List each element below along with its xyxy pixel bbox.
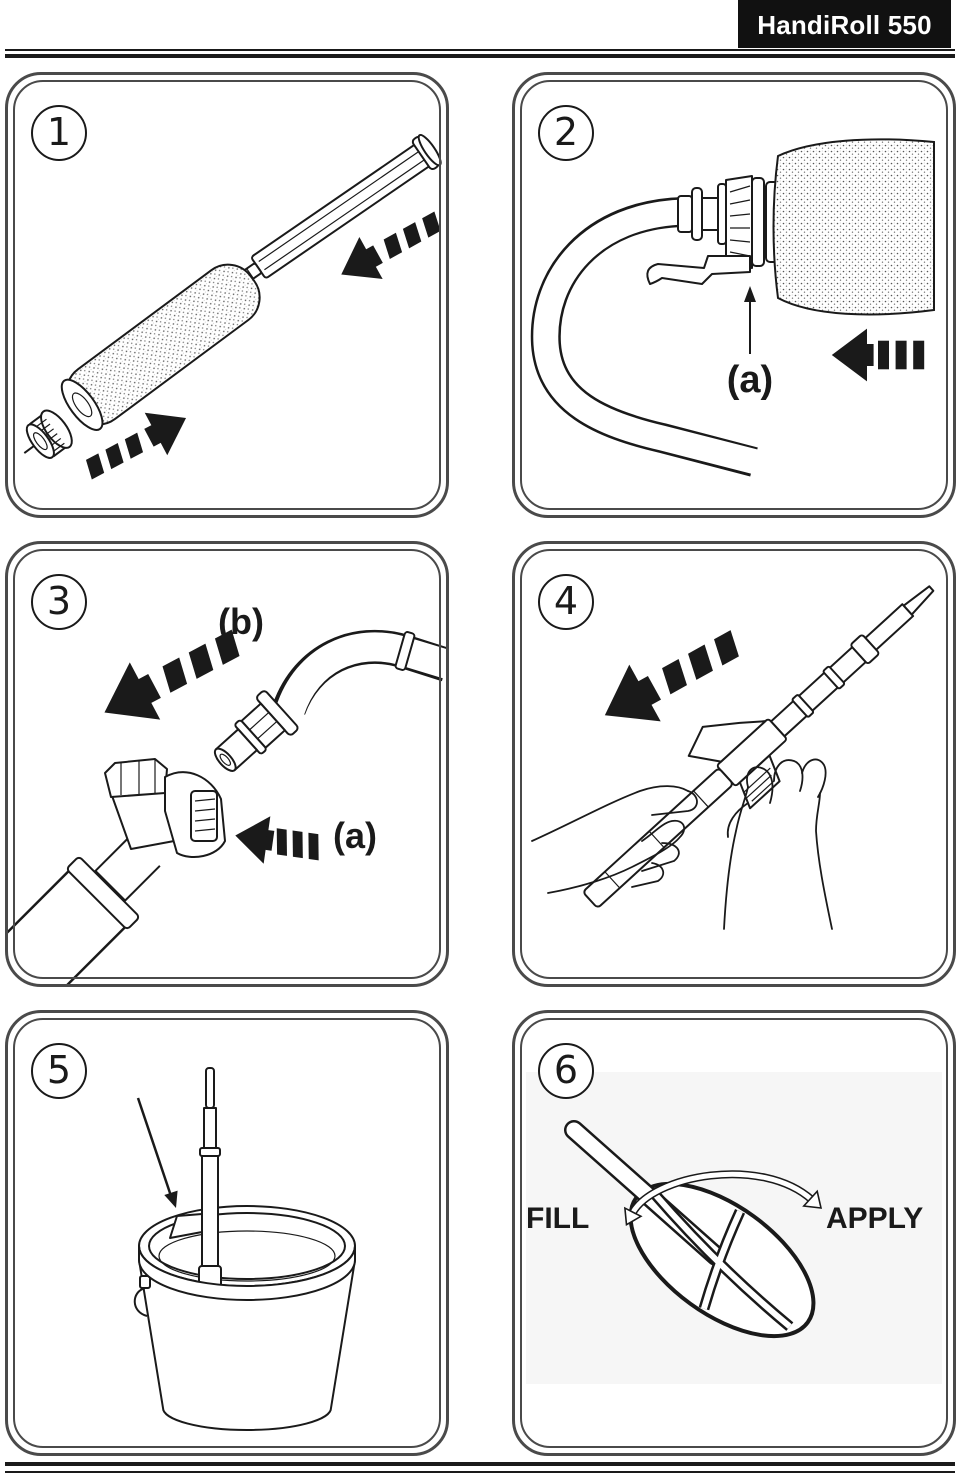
apply-label: APPLY <box>826 1202 923 1235</box>
supply-hose <box>530 197 760 477</box>
callout-label-a: (a) <box>727 359 773 401</box>
footer-rule-thin <box>5 1471 955 1473</box>
bar-arrow-push-left <box>235 816 319 864</box>
valve-cross <box>650 1189 794 1331</box>
hose-connector <box>646 175 779 285</box>
roller-core-tube <box>239 133 442 284</box>
bucket-fill-illustration <box>133 1067 356 1431</box>
step-number-6: 6 <box>538 1043 594 1099</box>
pointer-arrow <box>136 1097 178 1208</box>
hose-connection-illustration: (a) <box>530 138 935 477</box>
header-rule-thin <box>5 49 955 51</box>
step-panel-1: 1 <box>5 72 449 518</box>
step-panel-5: 5 <box>5 1010 449 1456</box>
callout-label-a: (a) <box>333 815 377 856</box>
roller-cover <box>772 138 935 316</box>
extension-handle <box>583 585 935 908</box>
roller-assembly-illustration <box>23 133 442 480</box>
roller-end-cap <box>23 409 73 459</box>
bucket-front-rim <box>138 1245 356 1301</box>
dashed-arrow-insert-core <box>341 211 441 279</box>
supply-hose <box>273 629 446 717</box>
fill-apply-curved-arrow <box>623 1170 823 1227</box>
right-hand <box>723 758 833 930</box>
step-number-5: 5 <box>31 1043 87 1099</box>
step-panel-3: 3 (b) <box>5 541 449 987</box>
document-title: HandiRoll 550 <box>738 0 951 48</box>
handle-latch-illustration <box>531 585 935 930</box>
step-number-2: 2 <box>538 105 594 161</box>
valve-lever-illustration: FILL APPLY <box>526 1072 942 1384</box>
header-rule-thick <box>5 54 955 58</box>
fill-label: FILL <box>526 1202 589 1235</box>
dashed-arrow-connect <box>104 629 240 720</box>
step-number-4: 4 <box>538 574 594 630</box>
fill-tube <box>169 1067 222 1289</box>
paint-bucket <box>133 1205 356 1431</box>
step-panel-2: 2 (a) <box>512 72 956 518</box>
step-number-1: 1 <box>31 105 87 161</box>
pointer-arrow-up <box>744 286 756 354</box>
roller-pipe <box>8 835 161 984</box>
step-panel-4: 4 <box>512 541 956 987</box>
valve-coupling-illustration: (b) <box>8 601 446 984</box>
bar-arrow-push-left <box>831 328 925 382</box>
dashed-arrow-slide <box>604 630 739 722</box>
dashed-arrow-insert-cap <box>85 412 187 480</box>
footer-rule-thick <box>5 1462 955 1466</box>
left-hand <box>531 785 698 894</box>
step-number-3: 3 <box>31 574 87 630</box>
valve-body <box>104 758 226 858</box>
step-panel-6: 6 FILL APPLY <box>512 1010 956 1456</box>
hose-coupler <box>213 690 299 772</box>
roller-cover <box>60 263 261 431</box>
